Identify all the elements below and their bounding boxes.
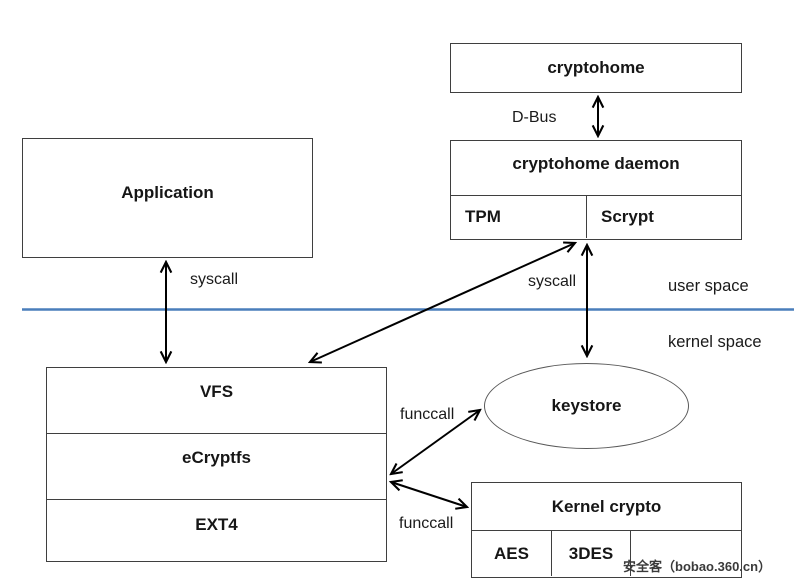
node-vfs: VFS [47, 368, 386, 434]
node-cryptohome-label: cryptohome [547, 58, 645, 77]
node-ext4: EXT4 [47, 500, 386, 561]
node-aes-label: AES [494, 543, 529, 563]
node-fs-stack: VFS eCryptfs EXT4 [46, 367, 387, 562]
node-ext4-label: EXT4 [195, 514, 238, 534]
arrow-daemon-vfs [310, 243, 575, 362]
node-kernel-crypto: Kernel crypto AES 3DES [471, 482, 742, 578]
node-3des-label: 3DES [568, 543, 614, 563]
node-kernel-crypto-label: Kernel crypto [551, 496, 662, 516]
node-kernel-crypto-header: Kernel crypto [472, 483, 741, 531]
arrow-funccall-ecryptfs-kernelcrypto [391, 482, 467, 507]
node-application: Application [22, 138, 313, 258]
node-ecryptfs-label: eCryptfs [182, 447, 251, 467]
edge-label-syscall-keystore: syscall [528, 273, 577, 290]
node-vfs-label: VFS [199, 381, 234, 401]
edge-label-funccall-kernel: funccall [399, 515, 454, 532]
node-3des: 3DES [552, 531, 631, 576]
node-ecryptfs: eCryptfs [47, 434, 386, 500]
node-cryptohome-daemon: cryptohome daemon TPM Scrypt [450, 140, 742, 240]
node-cryptohome: cryptohome [450, 43, 742, 93]
node-tpm-label: TPM [465, 207, 501, 226]
node-cryptohome-daemon-header: cryptohome daemon [451, 141, 741, 196]
node-application-label: Application [121, 183, 214, 202]
kernel-crypto-ciphers: AES 3DES [472, 531, 741, 576]
daemon-subsystems: TPM Scrypt [451, 196, 741, 238]
node-keystore-label: keystore [551, 396, 622, 415]
node-scrypt-label: Scrypt [601, 207, 654, 226]
edge-label-dbus: D-Bus [512, 109, 557, 126]
edge-label-funccall-keystore: funccall [400, 406, 455, 423]
node-cryptohome-daemon-label: cryptohome daemon [512, 154, 680, 173]
edge-label-syscall-app: syscall [190, 271, 239, 288]
node-aes: AES [472, 531, 552, 576]
region-label-kernel-space: kernel space [668, 333, 762, 351]
node-scrypt: Scrypt [587, 196, 741, 238]
region-label-user-space: user space [668, 277, 749, 295]
node-keystore: keystore [484, 363, 689, 449]
watermark-text: 安全客（bobao.360.cn） [623, 559, 772, 574]
node-tpm: TPM [451, 196, 587, 238]
